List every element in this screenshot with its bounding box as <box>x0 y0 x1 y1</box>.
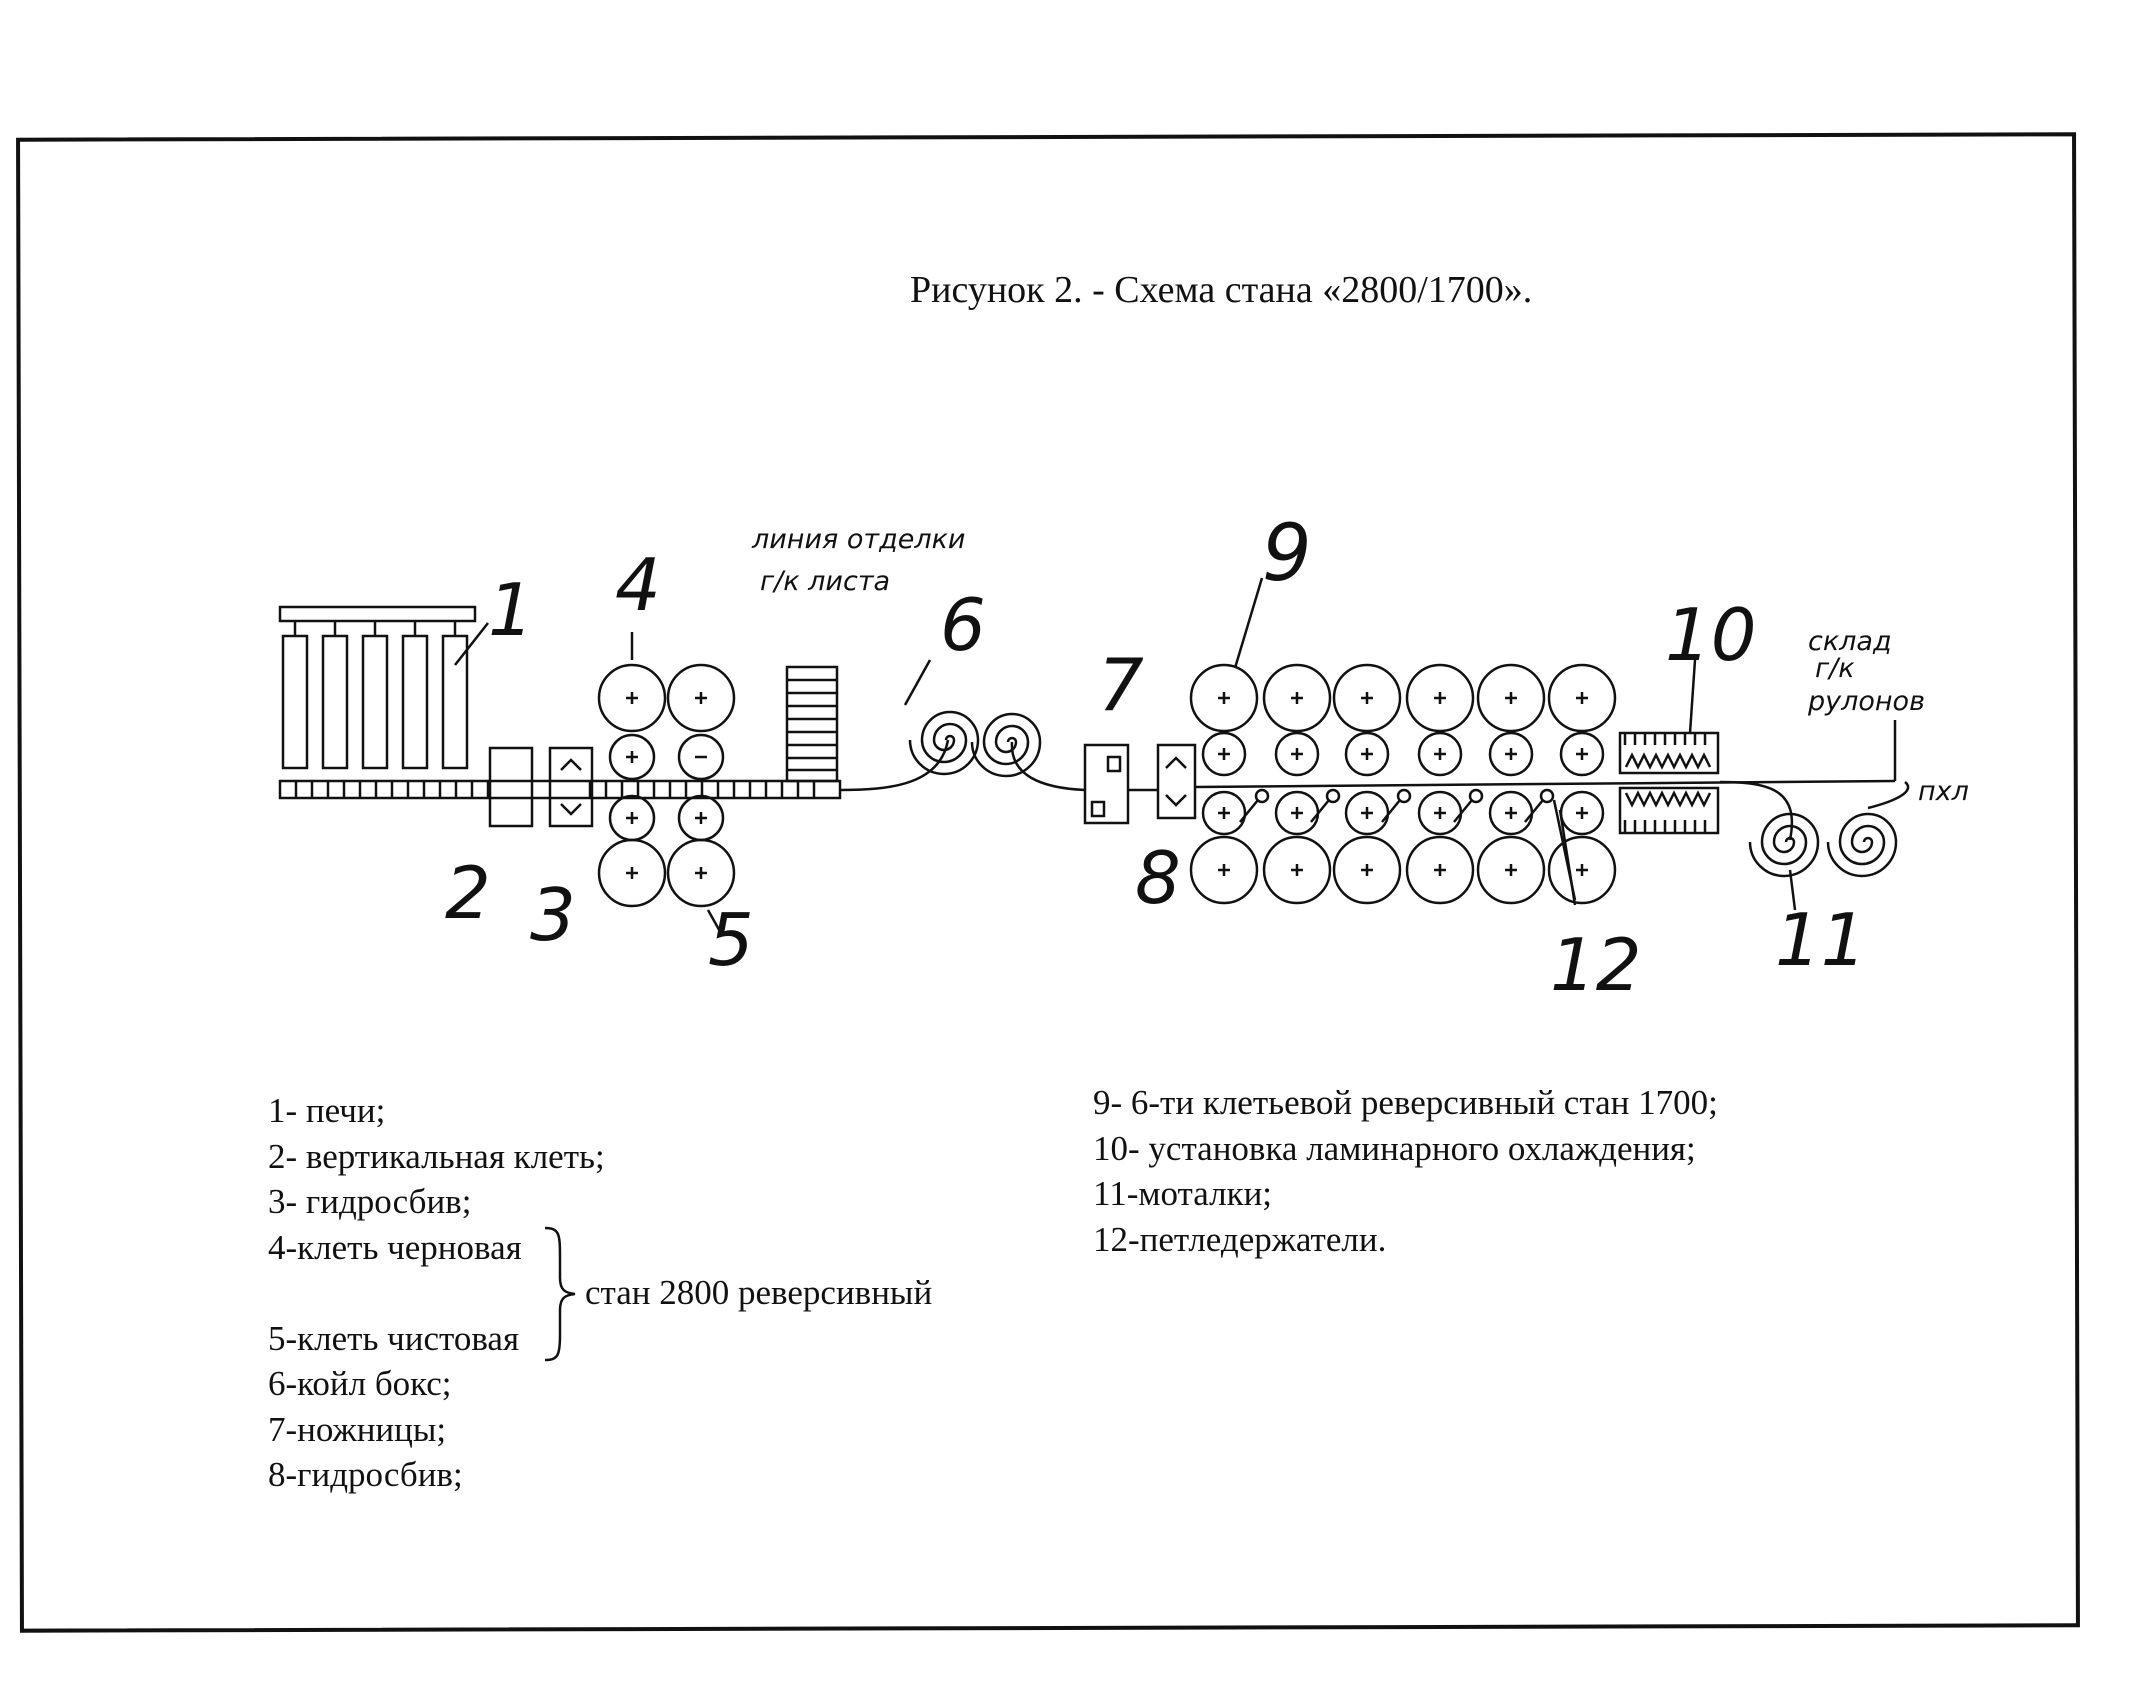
legend-item-4: 4-клеть черновая <box>268 1227 522 1267</box>
stand-1700 <box>1189 663 1617 905</box>
legend-item-5: 5-клеть чистовая <box>268 1318 520 1358</box>
legend-item-2: 2- вертикальная клеть; <box>268 1136 605 1176</box>
shears <box>1083 743 1158 825</box>
legend-item-12: 12-петледержатели. <box>1093 1219 1387 1259</box>
coil-box <box>839 710 1086 792</box>
callout-10: 10 <box>1665 593 1757 677</box>
callout-9: 9 <box>1262 509 1312 599</box>
stand-2800 <box>597 663 736 908</box>
finishing-line-label: линия отделки <box>751 524 965 555</box>
callout-8: 8 <box>1135 836 1181 920</box>
legend-item-1: 1- печи; <box>268 1091 386 1130</box>
legend-item-11: 11-моталки; <box>1093 1174 1273 1213</box>
legend-item-3: 3- гидросбив; <box>268 1182 472 1221</box>
warehouse-label: склад <box>1808 626 1892 657</box>
callout-12: 12 <box>1550 923 1642 1007</box>
legend-right: 9- 6-ти клетьевой реверсивный стан 1700;… <box>1093 1080 1718 1262</box>
legend-item-7: 7-ножницы; <box>268 1409 447 1449</box>
legend-item-9: 9- 6-ти клетьевой реверсивный стан 1700; <box>1093 1083 1718 1122</box>
descaler-1 <box>548 746 594 828</box>
callout-3: 3 <box>530 873 576 957</box>
legend-item-6: 6-койл бокс; <box>268 1364 452 1403</box>
vertical-stand <box>488 746 534 828</box>
legend-item-8: 8-гидросбив; <box>268 1455 463 1494</box>
callout-1: 1 <box>488 568 534 652</box>
furnaces <box>278 605 477 770</box>
legend-left: 1- печи; 2- вертикальная клеть; 3- гидро… <box>268 1088 605 1498</box>
loopers <box>1239 788 1577 901</box>
warehouse-sublabel-2: рулонов <box>1807 686 1925 717</box>
callout-6: 6 <box>940 583 986 667</box>
callout-5: 5 <box>708 898 754 982</box>
roller-table <box>278 779 842 800</box>
sheet-stack <box>785 665 839 783</box>
warehouse-sublabel: г/к <box>1815 653 1855 684</box>
coilers <box>1719 720 1910 878</box>
legend-item-10: 10- установка ламинарного охлаждения; <box>1093 1128 1696 1168</box>
pkhl-label: пхл <box>1918 776 1969 807</box>
descaler-2 <box>1156 743 1197 820</box>
figure-caption: Рисунок 2. - Схема стана «2800/1700». <box>910 269 1533 311</box>
brace-label: стан 2800 реверсивный <box>585 1273 933 1312</box>
laminar-cooling <box>1618 731 1720 835</box>
finishing-line-sublabel: г/к листа <box>760 566 890 597</box>
callout-11: 11 <box>1775 898 1867 982</box>
leader-lines <box>454 577 1797 936</box>
callout-4: 4 <box>615 543 661 627</box>
callout-7: 7 <box>1098 643 1144 727</box>
callout-2: 2 <box>445 851 491 935</box>
brace <box>544 1226 576 1362</box>
